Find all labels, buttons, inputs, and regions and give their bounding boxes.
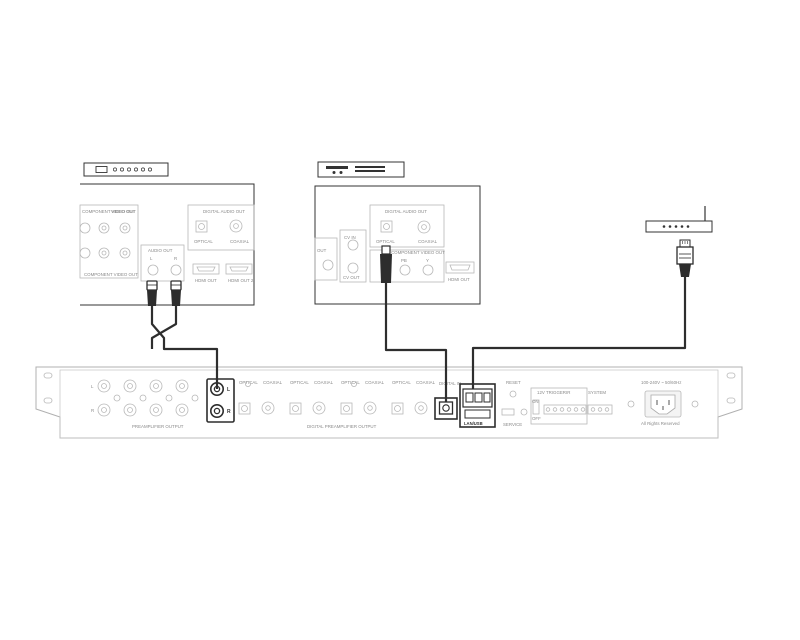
analog-in-r-label: R <box>227 409 231 415</box>
hdmi-out-label: HDMI OUT <box>195 278 217 283</box>
analog-in-l-label: L <box>227 387 230 393</box>
middle-coaxial-label: COAXIAL <box>418 239 438 244</box>
middle-y-label: Y <box>426 258 429 263</box>
digital-audio-out-label: DIGITAL AUDIO OUT <box>203 209 245 214</box>
player-rear-panel: COMPONENT VIDEO OUT VIDEO OUT COMPONENT … <box>79 183 255 306</box>
preamp-output-jacks: L R PREAMPLIFIER OUTPUT <box>91 379 199 429</box>
ethernet-plug-icon <box>676 239 694 277</box>
optical-label: OPTICAL <box>194 239 213 244</box>
middle-component-label: COMPONENT VIDEO OUT <box>391 250 445 255</box>
svg-text:COAXIAL: COAXIAL <box>416 380 436 385</box>
middle-pb-label: PB <box>401 258 407 263</box>
middle-hdmi-label: HDMI OUT <box>448 277 470 282</box>
control-terminals: 12V TRIGGER IR SYSTEM ON OFF <box>530 387 613 425</box>
svg-text:COAXIAL: COAXIAL <box>263 380 283 385</box>
optical-cable <box>380 245 448 402</box>
component-jacks <box>79 222 131 259</box>
lan-usb-input: LAN/USB <box>459 383 496 428</box>
coaxial-label: COAXIAL <box>230 239 250 244</box>
svg-text:L: L <box>91 384 94 389</box>
svg-text:OPTICAL: OPTICAL <box>239 380 258 385</box>
middle-device-front-icon <box>317 161 405 178</box>
svg-text:R: R <box>91 408 94 413</box>
svg-text:OPTICAL: OPTICAL <box>341 380 360 385</box>
component-video-out-label: COMPONENT VIDEO OUT <box>84 272 138 277</box>
digital-preamp-output-label: DIGITAL PREAMPLIFIER OUTPUT <box>307 424 377 429</box>
trigger-label: 12V TRIGGER <box>537 390 566 395</box>
optical-plug <box>380 245 392 283</box>
reset-label: RESET <box>506 380 521 385</box>
ir-label: IR <box>566 390 570 395</box>
switch-on-label: ON <box>532 399 539 404</box>
audio-out-label: AUDIO OUT <box>148 248 173 253</box>
rca-plug-left <box>146 280 158 306</box>
video-out-label: COMPONENT VIDEO OUT <box>82 209 136 214</box>
video-out-label-2: VIDEO OUT <box>111 209 135 214</box>
rack-ear-right <box>726 372 736 404</box>
ac-power-inlet: 100-240V ~ 50/60Hz All Rights Reserved <box>627 380 699 426</box>
middle-device-rear-panel: OUT CV IN CV OUT DIGITAL AUDIO OUT OPTIC… <box>314 185 481 305</box>
middle-out-label: OUT <box>317 248 327 253</box>
svg-text:COAXIAL: COAXIAL <box>314 380 334 385</box>
audio-out-r-label: R <box>174 256 177 261</box>
system-label: SYSTEM <box>588 390 606 395</box>
cv-out-label: CV OUT <box>343 275 360 280</box>
analog-rca-cable <box>146 280 219 389</box>
service-label: SERVICE <box>503 422 522 427</box>
amplifier-rear-panel: L R PREAMPLIFIER OUTPUT L R <box>35 366 743 439</box>
middle-digital-audio-label: DIGITAL AUDIO OUT <box>385 209 427 214</box>
rack-ear-left <box>43 372 53 404</box>
hdmi-out-2-label: HDMI OUT 2 <box>228 278 254 283</box>
svg-text:COAXIAL: COAXIAL <box>365 380 385 385</box>
source-device-left: COMPONENT VIDEO OUT VIDEO OUT COMPONENT … <box>79 162 255 306</box>
svg-text:OPTICAL: OPTICAL <box>392 380 411 385</box>
player-front-icon <box>83 162 169 177</box>
digital-preamp-outputs: OPTICAL OPTICAL OPTICAL OPTICAL COAXIAL … <box>238 380 436 429</box>
network-router <box>645 206 713 277</box>
audio-out-l-label: L <box>150 256 153 261</box>
switch-off-label: OFF <box>532 416 541 421</box>
reset-service-block: RESET SERVICE <box>501 380 528 427</box>
digital-in-label: DIGITAL IN <box>439 381 461 386</box>
ethernet-cable <box>471 277 687 389</box>
router-icon <box>645 206 713 233</box>
lan-label: LAN/USB <box>464 421 483 426</box>
middle-optical-label: OPTICAL <box>376 239 395 244</box>
svg-text:OPTICAL: OPTICAL <box>290 380 309 385</box>
preamp-output-label: PREAMPLIFIER OUTPUT <box>132 424 184 429</box>
mains-label: 100-240V ~ 50/60Hz <box>641 380 681 385</box>
rca-plug-right <box>170 280 182 306</box>
copyright-label: All Rights Reserved <box>641 421 680 426</box>
source-device-middle: OUT CV IN CV OUT DIGITAL AUDIO OUT OPTIC… <box>314 161 481 305</box>
cv-in-label: CV IN <box>344 235 356 240</box>
